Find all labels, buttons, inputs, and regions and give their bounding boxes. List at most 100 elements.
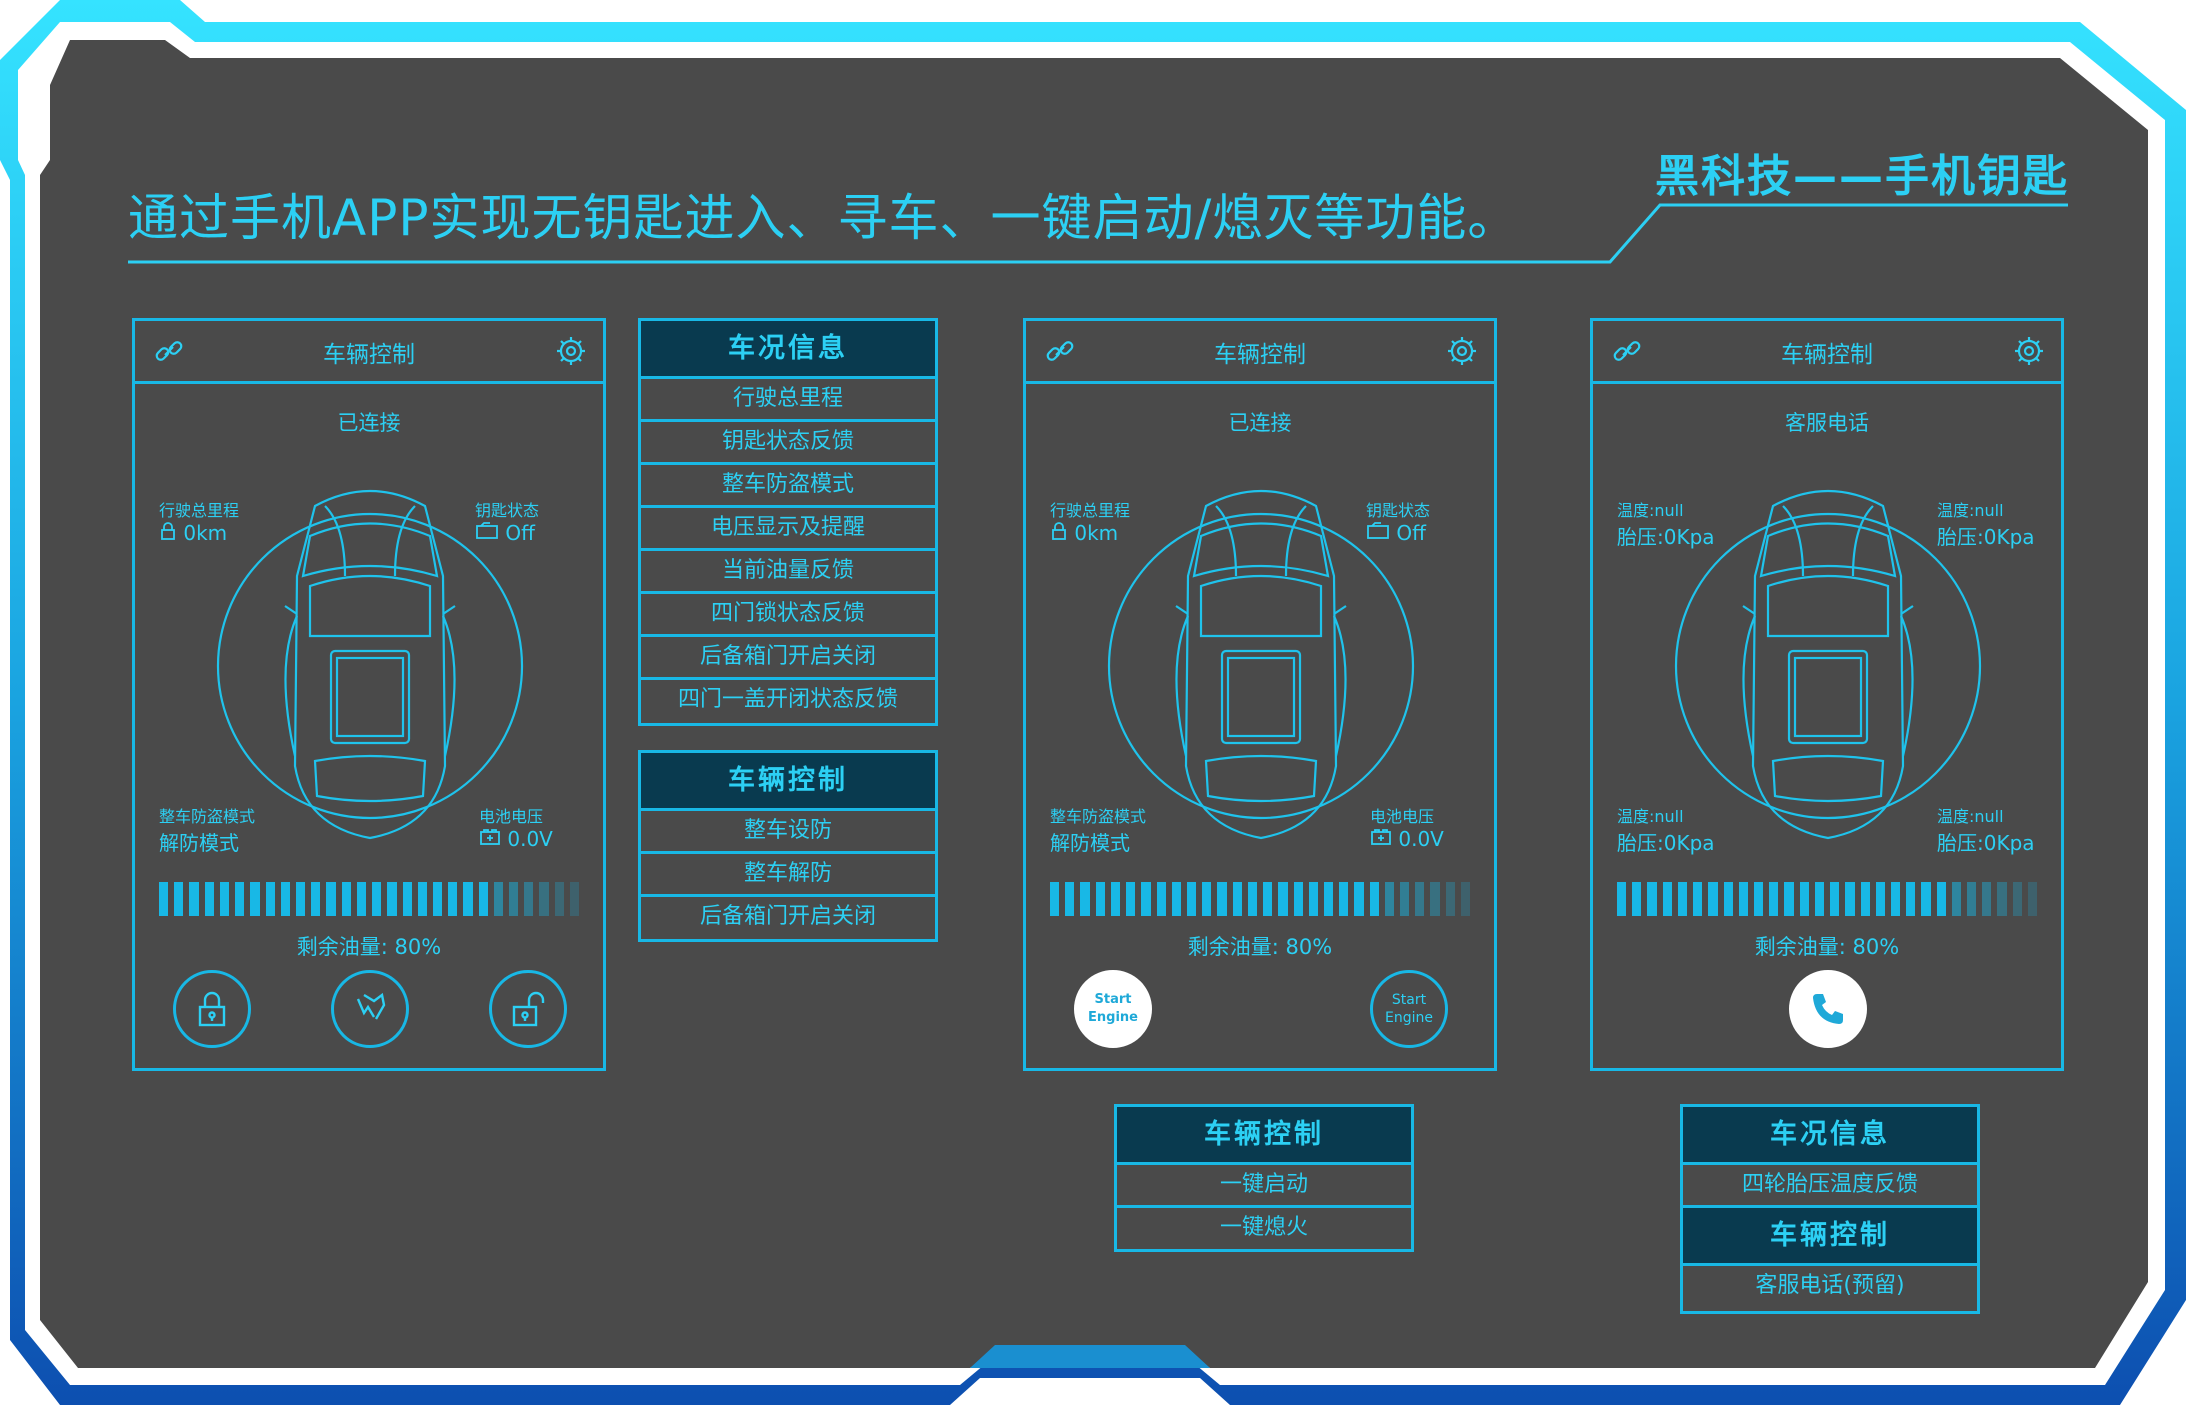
fuel-segment [1677,882,1688,916]
fuel-segment [402,882,412,916]
phone-header: 车辆控制 [1026,321,1494,384]
table-row: 四门一盖开闭状态反馈 [677,687,898,712]
mileage-value: 0km [1074,521,1119,545]
key-card-icon [476,522,498,539]
brand-title: 黑科技——手机钥匙 [1655,151,2069,202]
call-service-button[interactable] [1789,970,1867,1048]
fuel-segment [1982,882,1992,916]
phone-title: 车辆控制 [1781,342,1873,368]
mileage-value: 0km [183,521,228,545]
connection-status: 已连接 [1228,411,1292,435]
fuel-level-bar [1617,882,2038,916]
mileage-value-row: 0km [159,521,227,545]
fuel-segment [1278,882,1288,916]
phone-panel-tire-pressure: 车辆控制 客服电话 温度:null 胎压:0Kpa 温度:null 胎压:0Kp… [1590,318,2064,1071]
fuel-segment [1738,882,1748,916]
fuel-segment [1662,882,1672,916]
start-engine-button-active[interactable]: Start Engine [1074,970,1152,1048]
fuel-segment [174,882,184,916]
fuel-segment [1632,882,1642,916]
phone-panel-vehicle-control: 车辆控制 已连接 行驶总里程 0km 钥匙状态 Off 整车防盗模式 解防模式 … [132,318,606,1071]
table-header: 车况信息 [1683,1107,1977,1165]
fuel-segment [1830,882,1840,916]
key-status-value-row: Off [1366,521,1426,545]
lock-small-icon [1052,522,1066,540]
fuel-segment [1415,882,1425,916]
car-topview-illustration [216,490,524,840]
phone-title: 车辆控制 [1214,342,1306,368]
fuel-segment [1967,882,1977,916]
fuel-segment [1906,882,1916,916]
fuel-segment [2027,882,2038,916]
start-engine-label: Start Engine [1385,992,1433,1026]
fuel-segment [1202,882,1212,916]
table-row: 整车解防 [641,854,935,897]
fuel-segment [509,882,519,916]
tire-rl-temp: 温度:null [1617,807,1684,826]
fuel-segment [1065,882,1075,916]
unlock-button[interactable] [489,970,567,1048]
table-row: 电压显示及提醒 [641,508,935,551]
link-icon[interactable] [1044,335,1076,367]
gear-icon[interactable] [1446,335,1478,367]
lock-button[interactable] [173,970,251,1048]
fuel-segment [295,882,306,916]
car-search-icon [356,992,386,1020]
fuel-segment [1369,882,1379,916]
gear-icon[interactable] [555,335,587,367]
fuel-segment [189,882,199,916]
tire-fr-temp: 温度:null [1937,501,2004,520]
fuel-segment [478,882,488,916]
find-car-button[interactable] [331,970,409,1048]
fuel-remaining-text: 剩余油量: 80% [1754,935,1900,959]
fuel-segment [1323,882,1334,916]
table-row: 整车防盗模式 [641,465,935,508]
tire-fl-temp: 温度:null [1617,501,1684,520]
table-header: 车辆控制 [641,753,935,811]
battery-voltage-label: 电池电压 [479,807,544,826]
fuel-segment [1769,882,1779,916]
fuel-segment [1217,882,1227,916]
fuel-remaining-text: 剩余油量: 80% [1187,935,1333,959]
tire-fr-pressure: 胎压:0Kpa [1937,525,2035,549]
phone-icon [1813,994,1843,1024]
table-row: 整车设防 [641,811,935,854]
fuel-segment [1845,882,1855,916]
phone-header: 车辆控制 [135,321,603,384]
fuel-segment [356,882,367,916]
table-row: 后备箱门开启关闭 [699,904,876,929]
feature-table-vehicle-control: 车辆控制 整车设防 整车解防 后备箱门开启关闭 [638,750,938,942]
fuel-segment [1617,882,1627,916]
connection-status: 已连接 [337,411,401,435]
fuel-segment [219,882,230,916]
tire-fl-pressure: 胎压:0Kpa [1617,525,1715,549]
fuel-segment [524,882,534,916]
fuel-segment [1095,882,1105,916]
fuel-segment [554,882,564,916]
fuel-remaining-text: 剩余油量: 80% [296,935,442,959]
fuel-segment [1263,882,1273,916]
fuel-segment [448,882,458,916]
gear-icon[interactable] [2013,335,2045,367]
fuel-segment [1723,882,1733,916]
link-icon[interactable] [1611,335,1643,367]
feature-table-engine-control: 车辆控制 一键启动 一键熄火 [1114,1104,1414,1252]
table-row: 四门锁状态反馈 [641,594,935,637]
fuel-segment [1445,882,1455,916]
tire-rl-pressure: 胎压:0Kpa [1617,831,1715,855]
fuel-segment [569,882,580,916]
fuel-level-bar [1050,882,1471,916]
service-phone-status: 客服电话 [1785,411,1869,435]
fuel-segment [1110,882,1121,916]
fuel-segment [1384,882,1395,916]
fuel-segment [387,882,397,916]
fuel-segment [1814,882,1825,916]
battery-voltage-value-row: 0.0V [1370,827,1444,851]
table-header: 车辆控制 [1683,1208,1977,1266]
fuel-segment [1647,882,1657,916]
mileage-label: 行驶总里程 [159,501,240,520]
fuel-segment [265,882,275,916]
phone-title: 车辆控制 [323,342,415,368]
start-engine-button[interactable]: Start Engine [1370,970,1448,1048]
link-icon[interactable] [153,335,185,367]
